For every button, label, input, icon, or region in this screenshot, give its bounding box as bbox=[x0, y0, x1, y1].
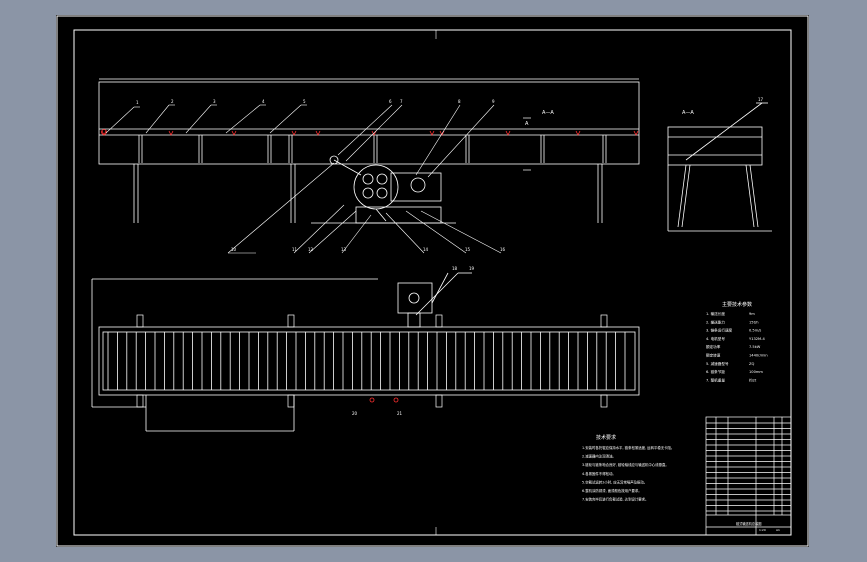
spec-label: 额定转速 bbox=[706, 353, 721, 358]
balloon-label: 20 bbox=[352, 411, 358, 416]
spec-table: 主要技术参数 1. 输送长度 9m 2. 输送能力 15t/h 3. 链条运行速度 0.5… bbox=[706, 301, 768, 382]
svg-text:1: 1 bbox=[136, 100, 139, 105]
section-label-right: A—A bbox=[682, 110, 694, 116]
title-block bbox=[705, 416, 792, 536]
section-marker: A bbox=[525, 121, 529, 127]
spec-value: Y132M-4 bbox=[749, 337, 765, 341]
note-item: 6.整机涂防锈漆, 面漆颜色按用户要求。 bbox=[582, 488, 642, 493]
chain-markers bbox=[101, 129, 639, 136]
spec-label: 4. 电机型号 bbox=[706, 336, 725, 341]
spec-value: ZQ bbox=[749, 362, 754, 366]
spec-value: 1440r/min bbox=[749, 354, 768, 358]
svg-text:10: 10 bbox=[231, 247, 237, 252]
spec-value: 100mm bbox=[749, 370, 763, 374]
spec-title: 主要技术参数 bbox=[722, 301, 752, 308]
balloon-label: 19 bbox=[469, 266, 475, 271]
svg-text:8: 8 bbox=[458, 99, 461, 104]
svg-text:15: 15 bbox=[465, 247, 471, 252]
spec-label: 1. 输送长度 bbox=[706, 311, 725, 316]
note-item: 7.安装完毕后进行负载试验, 达到设计要求。 bbox=[582, 497, 648, 502]
front-view bbox=[98, 78, 640, 224]
spec-value: 0.5m/s bbox=[749, 329, 761, 333]
svg-text:14: 14 bbox=[423, 247, 429, 252]
section-label-top: A—A bbox=[542, 110, 554, 116]
svg-text:16: 16 bbox=[500, 247, 506, 252]
spec-label: 7. 整机重量 bbox=[706, 377, 725, 382]
svg-text:11: 11 bbox=[292, 247, 298, 252]
leader-lines bbox=[105, 104, 502, 254]
spec-value: 15t/h bbox=[749, 320, 758, 324]
svg-text:5: 5 bbox=[303, 99, 306, 104]
note-item: 4.各紧固件不得松动。 bbox=[582, 471, 616, 476]
side-section-view bbox=[667, 102, 772, 232]
drawing-name: 链式输送机总装图 bbox=[736, 521, 762, 526]
note-item: 2.减速器内注润滑油。 bbox=[582, 454, 616, 459]
notes-title: 技术要求 bbox=[596, 434, 616, 441]
spec-label: 额定功率 bbox=[706, 344, 721, 349]
svg-text:6: 6 bbox=[389, 99, 392, 104]
spec-label: 6. 链条节距 bbox=[706, 369, 725, 374]
spec-value: 9m bbox=[749, 312, 755, 316]
technical-notes: 技术要求 1.安装时各托辊应保持水平, 链条松紧适度, 运转平稳无卡阻。 2.减速… bbox=[582, 434, 674, 502]
svg-text:4: 4 bbox=[262, 99, 265, 104]
svg-text:2: 2 bbox=[171, 99, 174, 104]
balloon-label: 17 bbox=[758, 97, 764, 102]
outer-frame bbox=[56, 15, 809, 547]
svg-text:13: 13 bbox=[341, 247, 347, 252]
inner-frame bbox=[73, 29, 792, 536]
svg-text:12: 12 bbox=[308, 247, 314, 252]
balloon-label: 21 bbox=[397, 411, 403, 416]
spec-label: 2. 输送能力 bbox=[706, 319, 725, 324]
note-item: 5.空载试运转2小时, 应无异常噪声及振动。 bbox=[582, 479, 647, 484]
spec-value: 7.5kW bbox=[749, 345, 761, 349]
top-view bbox=[91, 272, 640, 432]
spec-value: 约2t bbox=[749, 377, 757, 382]
note-item: 1.安装时各托辊应保持水平, 链条松紧适度, 运转平稳无卡阻。 bbox=[582, 445, 674, 450]
sheet-size: A1 bbox=[776, 528, 780, 532]
drawing-scale: 1:20 bbox=[759, 528, 766, 532]
svg-text:3: 3 bbox=[213, 99, 216, 104]
svg-text:7: 7 bbox=[400, 99, 403, 104]
note-item: 3.链轮与链条啮合良好, 链轮轴线应与输送机中心线垂直。 bbox=[582, 462, 669, 467]
spec-label: 3. 链条运行速度 bbox=[706, 328, 733, 333]
svg-text:9: 9 bbox=[492, 99, 495, 104]
spec-label: 5. 减速器型号 bbox=[706, 361, 729, 366]
balloon-label: 18 bbox=[452, 266, 458, 271]
